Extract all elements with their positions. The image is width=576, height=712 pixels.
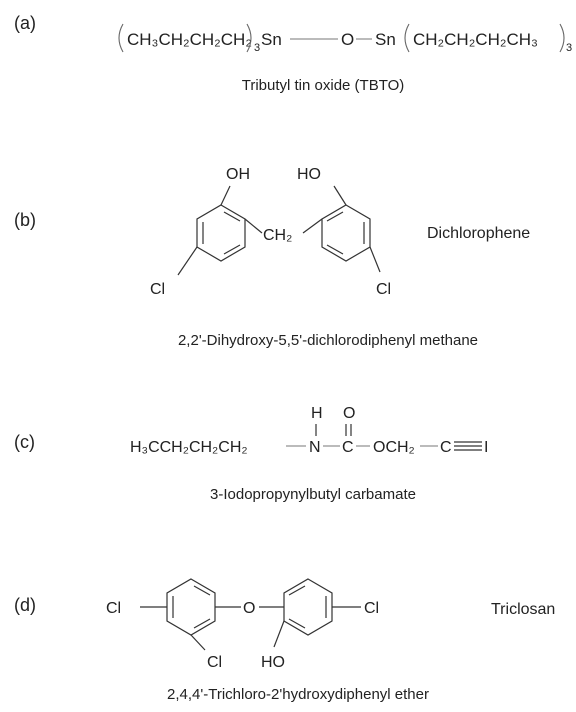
och2-label: OCH₂	[373, 439, 415, 456]
ch2-label: CH₂	[263, 227, 292, 244]
alkyne-c-label: C	[440, 439, 452, 456]
tbto-sn-right: Sn	[375, 30, 396, 49]
ho-bond	[273, 620, 285, 648]
left-ring-double-1	[193, 585, 211, 596]
right-bracket-close	[559, 23, 565, 53]
dichlorophene-structure: OH HO CH₂ Cl Cl	[150, 166, 391, 298]
right-ring-double-2	[288, 618, 306, 629]
right-cl-bond	[369, 246, 381, 273]
tbto-sn-left: Sn	[261, 30, 282, 49]
right-cl-label: Cl	[364, 600, 379, 617]
triclosan-structure: Cl O Cl Cl HO	[106, 578, 379, 671]
panel-d-label: (d)	[14, 595, 36, 615]
iodine-label: I	[484, 439, 488, 456]
left-bracket	[118, 23, 124, 53]
left-ch2-bond	[244, 218, 263, 234]
left-ring-double-2	[193, 618, 211, 629]
carbamate-o-top-label: O	[343, 405, 355, 422]
left-bracket-close	[246, 23, 252, 53]
butyl-chain-label: H₃CCH₂CH₂CH₂	[130, 439, 248, 456]
triclosan-name: Triclosan	[491, 601, 556, 618]
left-cl-label: Cl	[106, 600, 121, 617]
iodopropynyl-carbamate-structure: H O H₃CCH₂CH₂CH₂ N C OCH₂ C I	[130, 405, 488, 456]
left-ring-double-2	[223, 244, 241, 255]
panel-a-caption: Tributyl tin oxide (TBTO)	[241, 77, 405, 94]
panel-b-label: (b)	[14, 210, 36, 230]
panel-b-caption: 2,2'-Dihydroxy-5,5'-dichlorodiphenyl met…	[177, 332, 479, 349]
panel-c-label: (c)	[14, 432, 35, 452]
tbto-right-butyl: CH₂CH₂CH₂CH₃	[413, 30, 538, 49]
panel-d-caption: 2,4,4'-Trichloro-2'hydroxydiphenyl ether	[167, 686, 429, 703]
nitrogen-label: N	[309, 439, 321, 456]
tbto-oxygen: O	[341, 30, 354, 49]
tbto-left-subscript: 3	[254, 42, 260, 54]
left-ring-double-1	[223, 211, 241, 222]
tbto-structure: CH₃CH₂CH₂CH₂ 3 Sn O Sn CH₂CH₂CH₂CH₃ 3	[118, 23, 572, 54]
bottom-cl-label: Cl	[207, 654, 222, 671]
dichlorophene-name: Dichlorophene	[427, 225, 531, 242]
bottom-ho-label: HO	[261, 654, 285, 671]
right-bracket	[404, 23, 410, 53]
tbto-left-butyl: CH₃CH₂CH₂CH₂	[127, 30, 252, 49]
right-ch2-bond	[302, 218, 323, 234]
right-benzene-ring	[283, 578, 333, 636]
right-ring-double-1	[288, 585, 306, 596]
left-oh-label: OH	[226, 166, 250, 183]
right-cl-label: Cl	[376, 281, 391, 298]
tbto-right-subscript: 3	[566, 42, 572, 54]
panel-a-label: (a)	[14, 13, 36, 33]
left-cl-label: Cl	[150, 281, 165, 298]
left-benzene-ring	[166, 578, 216, 636]
carbonyl-c-label: C	[342, 439, 354, 456]
left-oh-bond	[220, 185, 231, 206]
ether-o-label: O	[243, 600, 255, 617]
carbamate-h-label: H	[311, 405, 323, 422]
panel-c-caption: 3-Iodopropynylbutyl carbamate	[210, 486, 416, 503]
right-ring-double-1	[326, 211, 344, 222]
bottom-cl-bond	[190, 634, 206, 651]
right-ring-double-2	[326, 244, 344, 255]
left-cl-bond	[177, 246, 198, 276]
right-ho-label: HO	[297, 166, 321, 183]
right-ho-bond	[333, 185, 347, 206]
right-benzene-ring	[321, 204, 371, 262]
